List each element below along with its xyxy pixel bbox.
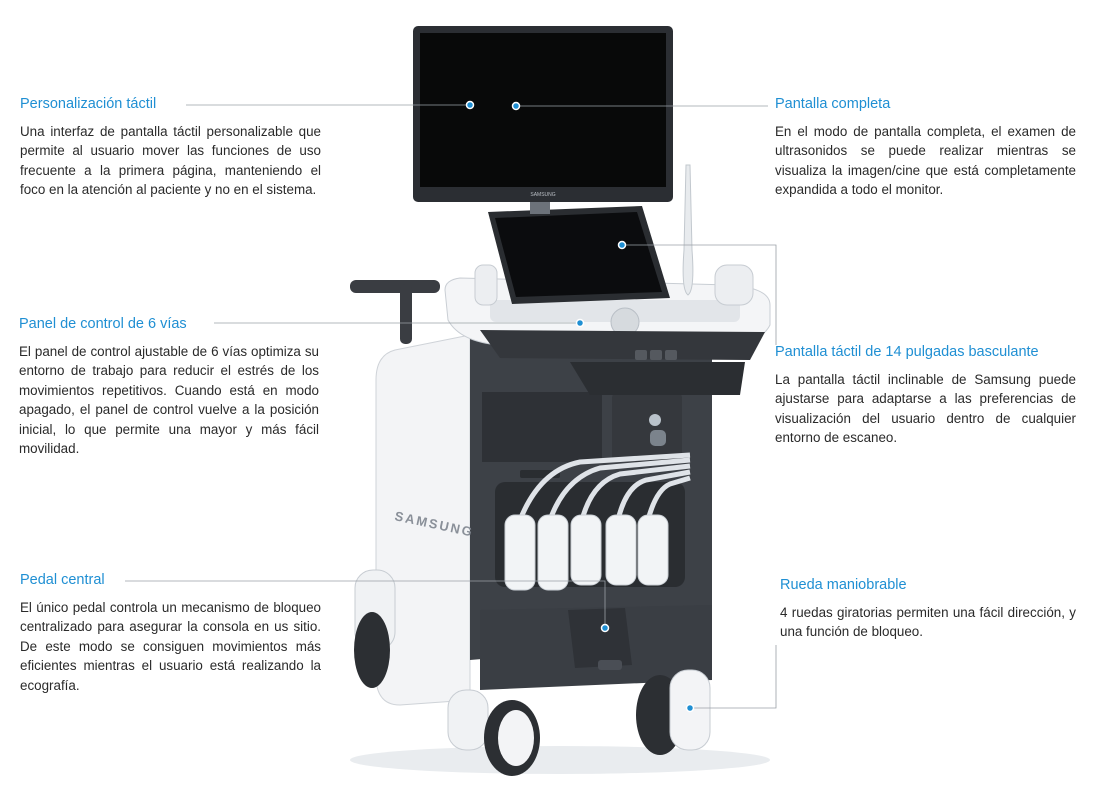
main-monitor: SAMSUNG — [413, 26, 673, 202]
callout-title: Pedal central — [20, 572, 105, 588]
rear-handle — [350, 280, 440, 344]
leader-lines — [125, 104, 777, 709]
hotspot-personalizacion — [465, 100, 475, 110]
hotspot-panel-control — [575, 318, 585, 328]
leader-pedal — [125, 580, 606, 628]
leader-pantalla-tactil — [622, 244, 777, 345]
hotspot-markers — [465, 100, 695, 713]
callout-pantalla-completa: Pantalla completa En el modo de pantalla… — [775, 96, 1076, 200]
callout-personalizacion: Personalización táctil Una interfaz de p… — [20, 96, 321, 200]
callout-pedal: Pedal central El único pedal controla un… — [20, 572, 321, 695]
hotspot-pantalla-completa — [511, 101, 521, 111]
callout-title: Rueda maniobrable — [780, 577, 907, 593]
callout-text: El panel de control ajustable de 6 vías … — [19, 344, 319, 457]
callout-title: Panel de control de 6 vías — [19, 316, 187, 332]
monitor-logo: SAMSUNG — [530, 192, 555, 198]
hotspot-rueda — [685, 703, 695, 713]
touch-screen — [488, 206, 670, 304]
callout-text: 4 ruedas giratorias permiten una fácil d… — [780, 605, 1076, 640]
callout-text: En el modo de pantalla completa, el exam… — [775, 124, 1076, 198]
callout-text: Una interfaz de pantalla táctil personal… — [20, 124, 321, 198]
callout-title: Pantalla táctil de 14 pulgadas basculant… — [775, 344, 1039, 360]
base — [480, 605, 712, 690]
leader-rueda — [690, 645, 777, 709]
probes — [504, 452, 691, 591]
callout-title: Pantalla completa — [775, 96, 891, 112]
hotspot-pedal — [600, 623, 610, 633]
callout-pantalla-tactil: Pantalla táctil de 14 pulgadas basculant… — [775, 344, 1076, 448]
callout-rueda: Rueda maniobrable 4 ruedas giratorias pe… — [780, 577, 1076, 642]
wheels — [354, 569, 711, 776]
callout-title: Personalización táctil — [20, 96, 157, 112]
hotspot-pantalla-tactil — [617, 240, 627, 250]
callout-panel-control: Panel de control de 6 vías El panel de c… — [19, 316, 319, 458]
callout-text: La pantalla táctil inclinable de Samsung… — [775, 372, 1076, 446]
floor-shadow — [350, 746, 770, 774]
callout-text: El único pedal controla un mecanismo de … — [20, 600, 321, 693]
